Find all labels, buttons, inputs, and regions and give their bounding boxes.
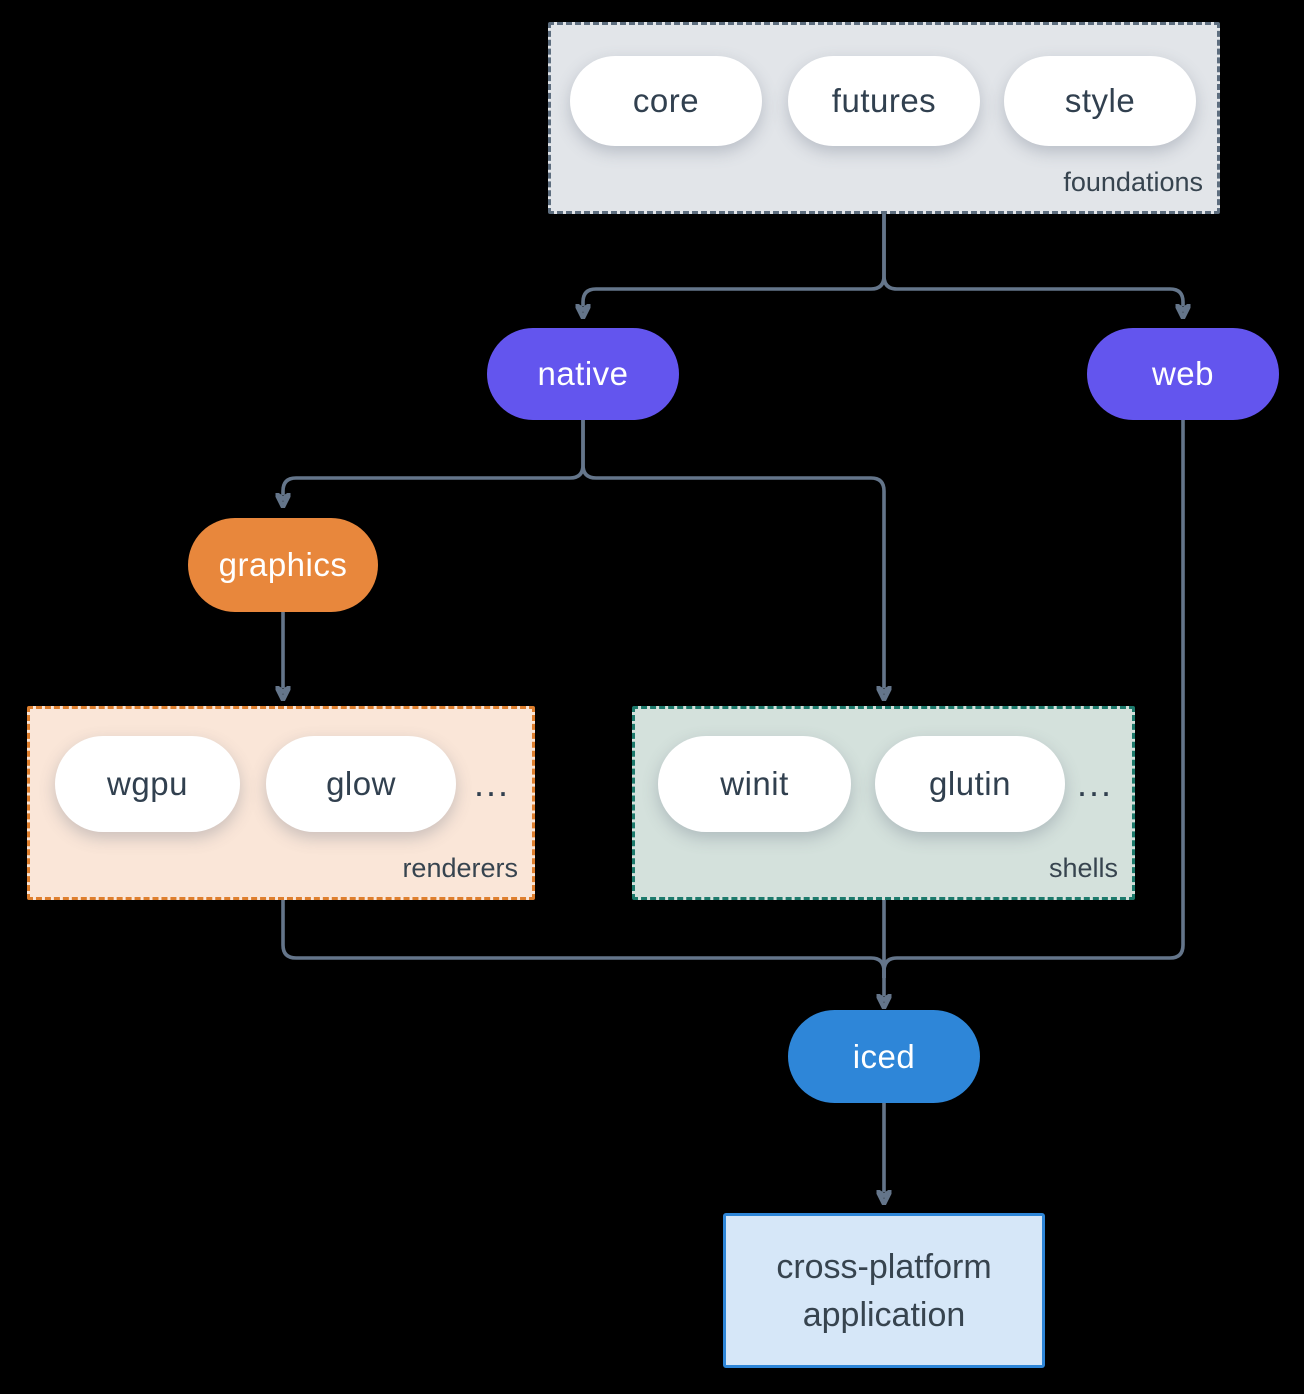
pill-futures-label: futures [831, 82, 937, 119]
pill-wgpu: wgpu [55, 736, 240, 832]
connector-native-graphics [283, 420, 585, 495]
pill-futures: futures [788, 56, 980, 146]
shells-ellipsis: ... [1076, 763, 1113, 804]
graphics-pill-label: graphics [218, 546, 348, 583]
shells-box: winit glutin ... shells [632, 706, 1135, 900]
shells-label: shells [1048, 853, 1118, 883]
foundations-box: core futures style foundations [548, 22, 1220, 214]
native-pill: native [487, 328, 679, 420]
pill-glow: glow [266, 736, 456, 832]
pill-wgpu-label: wgpu [107, 765, 188, 802]
application-line-1: cross-platform [776, 1247, 992, 1286]
pill-core-label: core [632, 82, 700, 119]
pill-winit-label: winit [720, 765, 789, 802]
graphics-pill: graphics [188, 518, 378, 612]
pill-glutin: glutin [875, 736, 1065, 832]
pill-glow-label: glow [326, 765, 396, 802]
connector-native-shells [581, 420, 884, 688]
renderers-ellipsis: ... [473, 763, 510, 804]
renderers-label: renderers [402, 853, 518, 883]
web-pill: web [1087, 328, 1279, 420]
pill-style: style [1004, 56, 1196, 146]
pill-style-label: style [1064, 82, 1136, 119]
web-pill-label: web [1151, 355, 1215, 392]
foundations-label: foundations [1063, 167, 1203, 197]
connector-foundations-native [583, 214, 886, 306]
renderers-box: wgpu glow ... renderers [27, 706, 535, 900]
pill-glutin-label: glutin [929, 765, 1011, 802]
connector-renderers-merge [281, 900, 886, 978]
native-pill-label: native [537, 355, 629, 392]
pill-core: core [570, 56, 762, 146]
pill-winit: winit [658, 736, 851, 832]
connector-foundations-web [882, 214, 1183, 306]
application-line-2: application [802, 1295, 966, 1334]
iced-pill: iced [788, 1010, 980, 1103]
application-box: cross-platform application [723, 1213, 1045, 1368]
iced-pill-label: iced [852, 1037, 916, 1075]
